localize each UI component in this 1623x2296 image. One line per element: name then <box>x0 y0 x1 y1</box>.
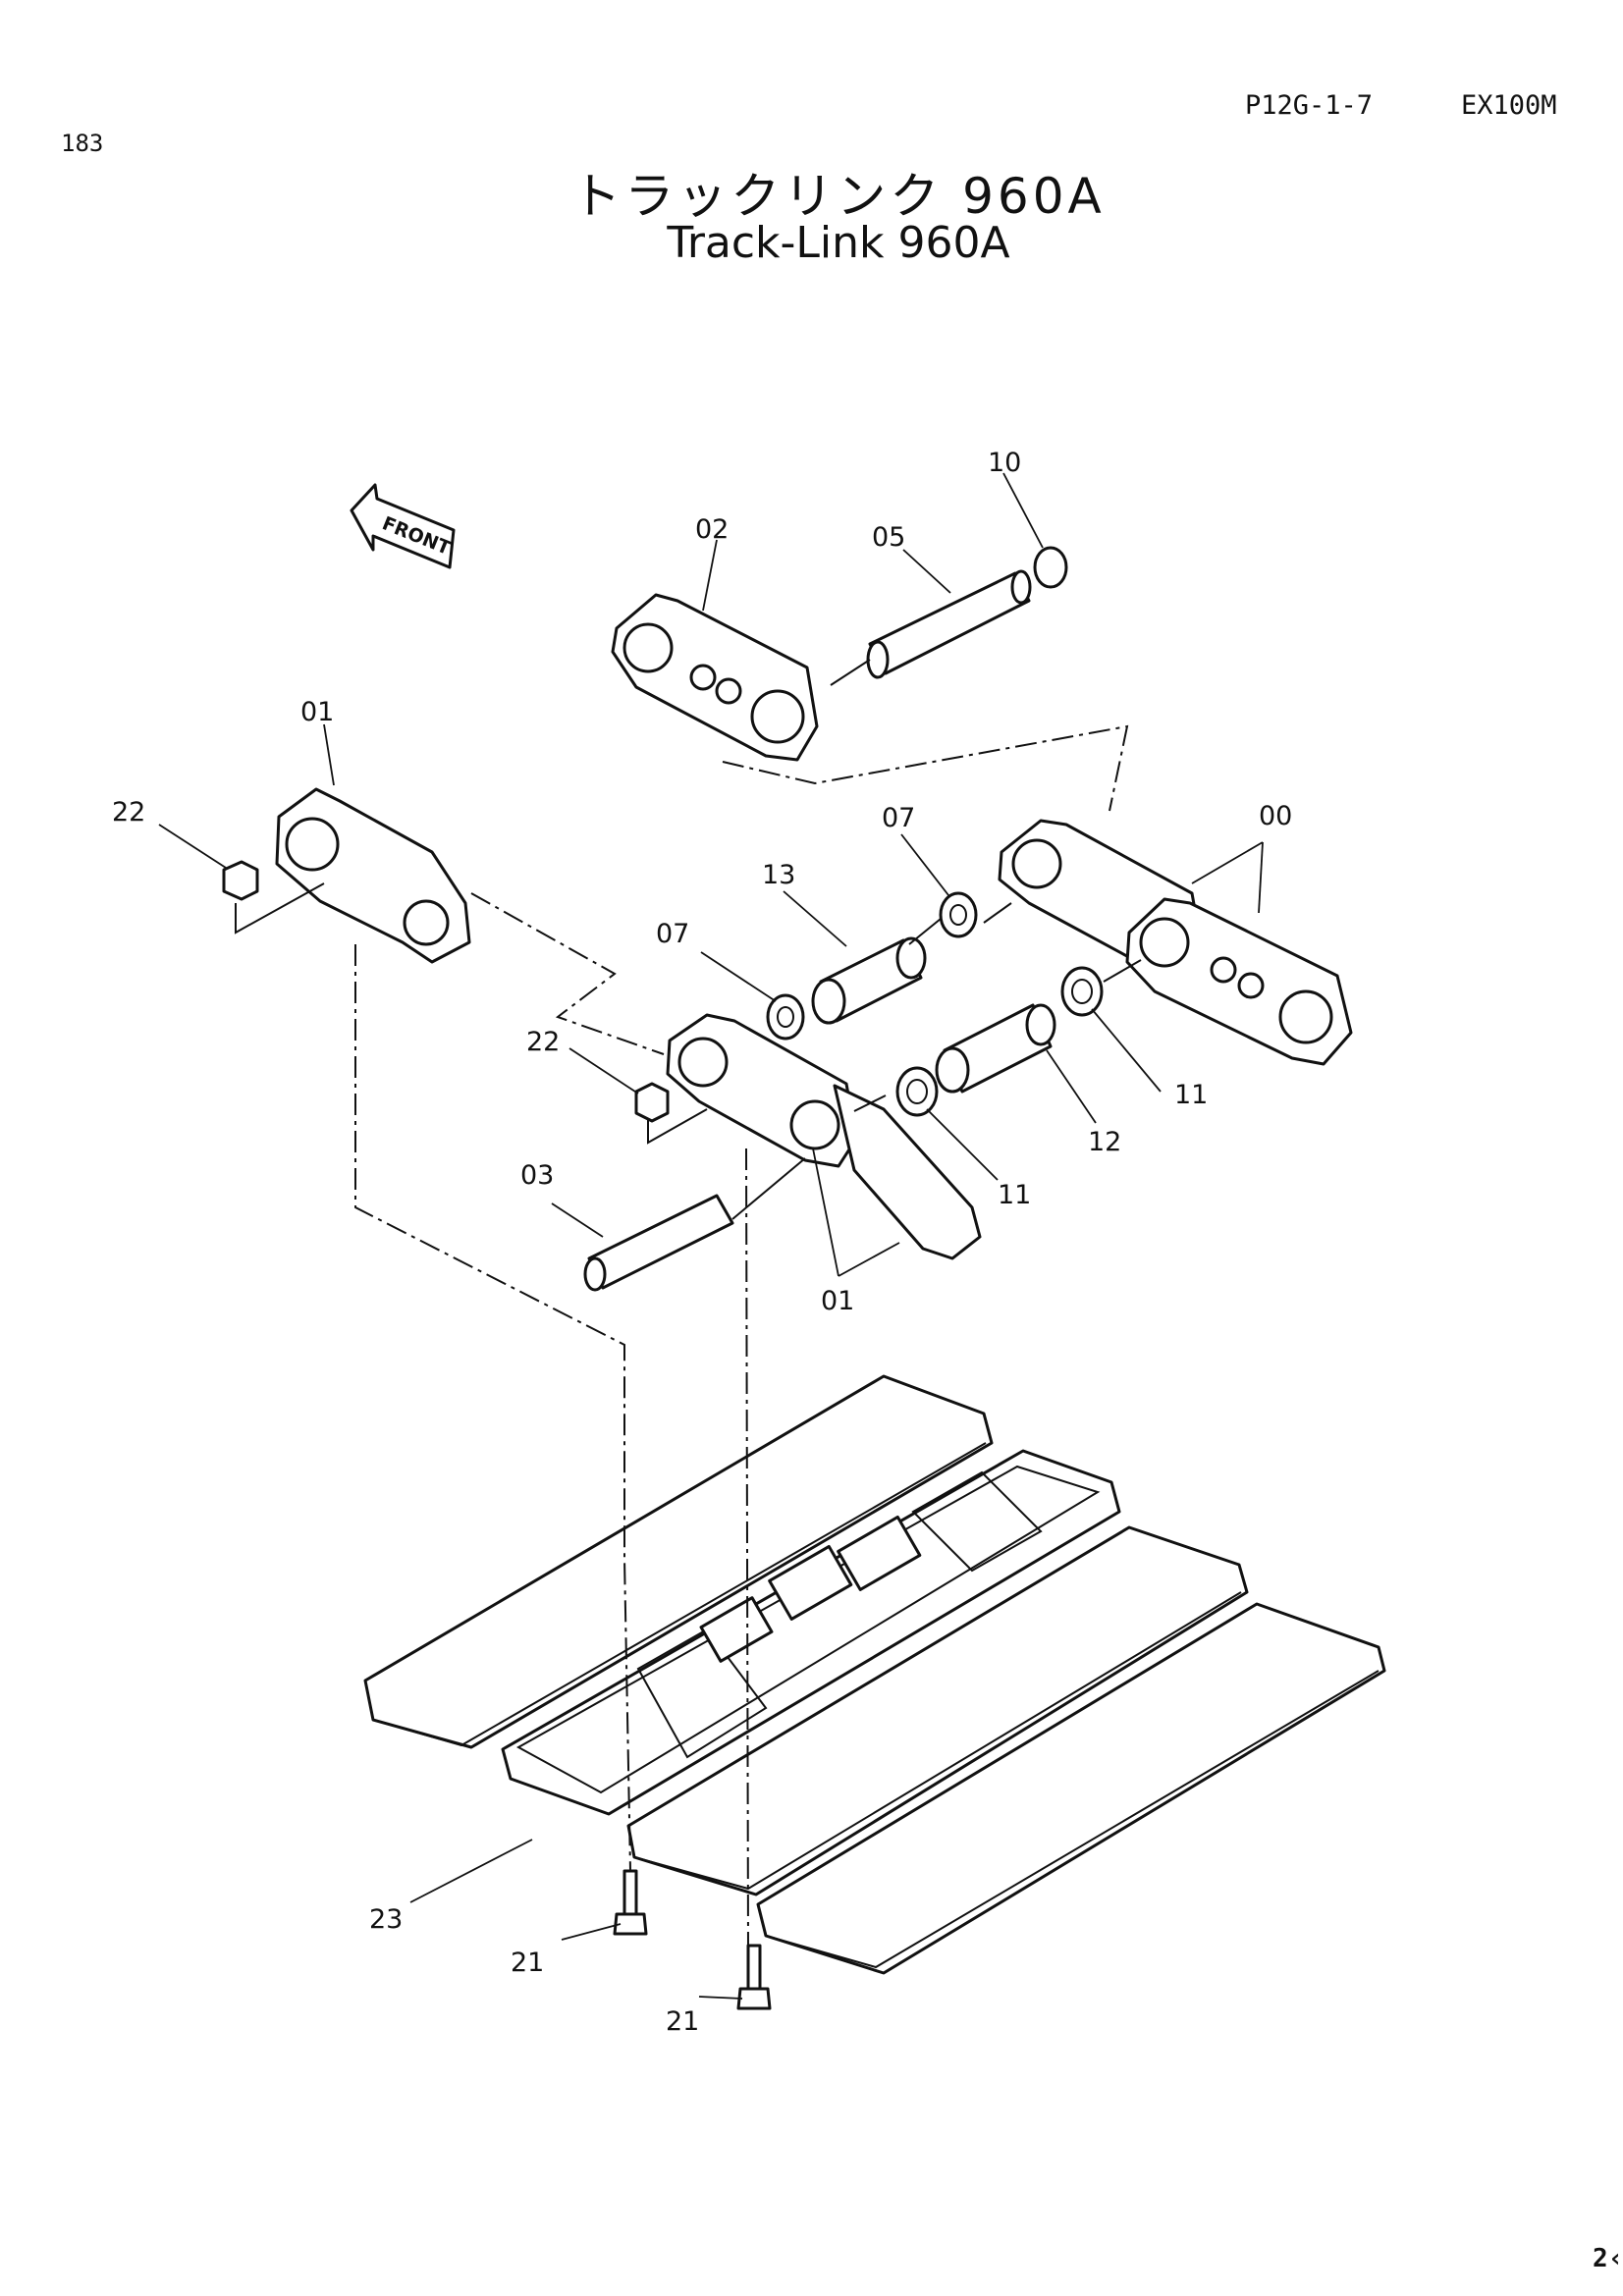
pin-03 <box>583 1194 734 1292</box>
link-01-assembly <box>666 1013 982 1260</box>
callout-10: 10 <box>988 448 1021 478</box>
track-shoe-right-1 <box>626 1525 1249 1896</box>
bolt-21-a <box>613 1869 648 1936</box>
bushing-12 <box>935 1003 1056 1094</box>
callout-07-right: 07 <box>882 803 915 833</box>
model-code: EX100M <box>1461 90 1557 121</box>
callout-01-left: 01 <box>300 697 334 727</box>
callout-21-left: 21 <box>511 1948 544 1978</box>
callout-13: 13 <box>762 860 795 890</box>
track-shoe-left <box>363 1374 994 1749</box>
front-arrow-icon: FRONT <box>350 483 456 569</box>
bolt-21-b <box>736 1944 772 2010</box>
title-english: Track-Link 960A <box>667 218 1010 268</box>
assembly-line-d <box>745 1148 749 1954</box>
callout-03: 03 <box>520 1160 554 1191</box>
seal-11-a <box>895 1066 939 1117</box>
nut-22-a <box>222 860 259 901</box>
nut-line-a <box>235 882 325 934</box>
corner-mark: 2‹ <box>1593 2244 1623 2273</box>
link-01-left <box>275 787 471 964</box>
nut-22-b <box>634 1082 670 1123</box>
callout-22-center: 22 <box>526 1027 560 1057</box>
sheet-code: P12G-1-7 <box>1245 90 1374 121</box>
spacer-07-b <box>939 891 978 938</box>
title-japanese: トラックリンク 960A <box>571 168 1106 225</box>
callout-05: 05 <box>872 522 905 553</box>
callout-00: 00 <box>1259 801 1292 831</box>
link-02 <box>611 593 819 762</box>
pin-line-05 <box>830 659 871 686</box>
spacer-07-a <box>766 993 805 1041</box>
assembly-line-c <box>354 944 631 1872</box>
link-00-assembly <box>998 819 1353 1066</box>
spacer-line <box>908 918 942 945</box>
callout-11-center: 11 <box>998 1180 1031 1210</box>
leader-lines <box>158 472 1264 2000</box>
assembly-line-a <box>722 724 1129 812</box>
track-shoe-main <box>501 1449 1121 1816</box>
pin-05 <box>866 569 1032 679</box>
track-shoe-right-2 <box>756 1602 1386 1975</box>
pin-line-03 <box>731 1157 806 1220</box>
callout-02: 02 <box>695 514 729 545</box>
seal-11-b <box>1060 966 1104 1017</box>
callout-21-right: 21 <box>666 2006 699 2037</box>
page-number: 183 <box>61 130 104 157</box>
seal-line-a <box>853 1095 887 1112</box>
callout-01-center: 01 <box>821 1286 854 1316</box>
link-line <box>983 902 1012 924</box>
assembly-line-b <box>470 892 665 1055</box>
nut-line-b <box>647 1108 708 1145</box>
bushing-13 <box>811 936 927 1025</box>
callout-07-left: 07 <box>656 919 689 949</box>
callout-12: 12 <box>1088 1127 1121 1157</box>
callout-11-right: 11 <box>1174 1080 1208 1110</box>
snap-ring-10 <box>1033 546 1068 589</box>
callout-22-left: 22 <box>112 797 145 828</box>
callout-23: 23 <box>369 1904 403 1935</box>
seal-line-b <box>1103 959 1142 983</box>
